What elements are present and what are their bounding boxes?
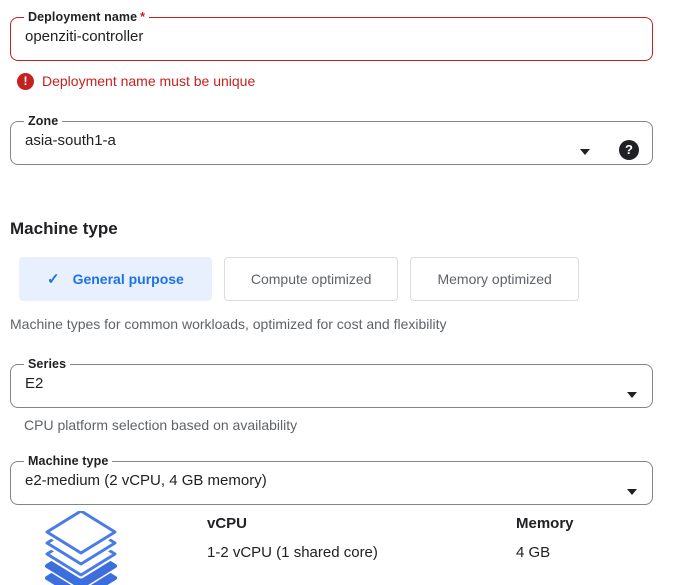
error-message-text: Deployment name must be unique — [42, 73, 256, 89]
chevron-down-icon[interactable] — [627, 392, 637, 398]
tab-label: Compute optimized — [250, 271, 372, 287]
series-select[interactable]: Series E2 — [10, 357, 653, 408]
machine-type-value: e2-medium (2 vCPU, 4 GB memory) — [25, 472, 267, 489]
memory-spec: Memory 4 GB — [516, 511, 574, 585]
vcpu-header: vCPU — [207, 515, 248, 532]
machine-type-heading: Machine type — [10, 219, 118, 238]
tab-memory-optimized[interactable]: Memory optimized — [410, 257, 579, 301]
deployment-name-label-text: Deployment name — [28, 10, 138, 24]
zone-label: Zone — [24, 114, 62, 128]
zone-value: asia-south1-a — [25, 132, 116, 149]
memory-header: Memory — [516, 515, 574, 532]
series-label: Series — [24, 357, 70, 371]
machine-spec-row: vCPU 1-2 vCPU (1 shared core) Memory 4 G… — [43, 507, 680, 585]
error-icon: ! — [17, 72, 34, 90]
check-icon: ✓ — [47, 271, 60, 288]
series-value: E2 — [25, 375, 44, 392]
deployment-name-field: Deployment name* — [10, 10, 653, 61]
zone-label-text: Zone — [28, 114, 59, 128]
deployment-name-label: Deployment name* — [24, 10, 149, 24]
vcpu-spec: vCPU 1-2 vCPU (1 shared core) — [207, 511, 516, 585]
layers-stack-icon — [43, 507, 119, 585]
machine-type-tabs: ✓ General purpose Compute optimized Memo… — [19, 257, 680, 301]
memory-value: 4 GB — [516, 544, 551, 561]
chevron-down-icon[interactable] — [627, 489, 637, 495]
chevron-down-icon[interactable] — [580, 149, 590, 155]
tab-label: General purpose — [72, 271, 184, 287]
zone-select[interactable]: Zone asia-south1-a ? — [10, 114, 653, 165]
deployment-name-input[interactable] — [24, 24, 584, 50]
machine-type-select[interactable]: Machine type e2-medium (2 vCPU, 4 GB mem… — [10, 454, 653, 505]
machine-type-label-text: Machine type — [28, 454, 109, 468]
tab-label: Memory optimized — [437, 271, 552, 287]
machine-type-label: Machine type — [24, 454, 112, 468]
vcpu-value: 1-2 vCPU (1 shared core) — [207, 544, 378, 561]
deployment-name-error: ! Deployment name must be unique — [17, 72, 680, 90]
cpu-platform-helper: CPU platform selection based on availabi… — [24, 417, 298, 433]
required-asterisk: * — [140, 10, 146, 24]
machine-type-description: Machine types for common workloads, opti… — [10, 316, 447, 332]
tab-compute-optimized[interactable]: Compute optimized — [223, 257, 399, 301]
help-icon[interactable]: ? — [619, 140, 639, 160]
tab-general-purpose[interactable]: ✓ General purpose — [19, 257, 212, 301]
series-label-text: Series — [28, 357, 67, 371]
